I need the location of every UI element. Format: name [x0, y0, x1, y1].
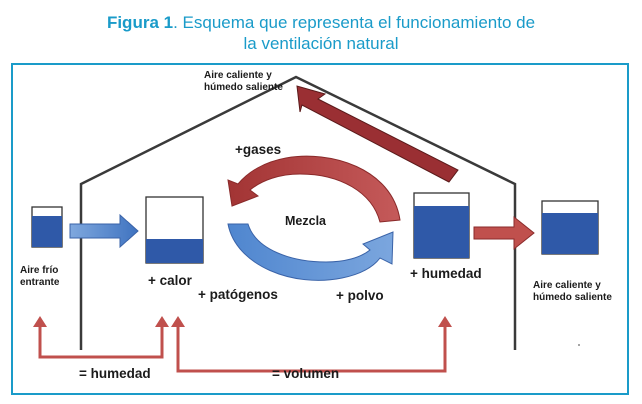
roof-outlet-arrow — [296, 85, 459, 183]
label-humedad: + humedad — [410, 266, 482, 281]
caption-line-2: la ventilación natural — [243, 34, 399, 53]
red-cycle-arrow — [227, 155, 401, 223]
caption-line-1: Figura 1. Esquema que representa el func… — [0, 12, 642, 33]
scan-speck — [578, 344, 580, 346]
figure-caption: Figura 1. Esquema que representa el func… — [0, 12, 642, 54]
label-eq-humedad: = humedad — [79, 366, 151, 381]
label-outlet-right-line2: húmedo saliente — [533, 292, 612, 303]
label-eq-volumen: = volumen — [272, 366, 340, 381]
label-mezcla: Mezcla — [285, 214, 326, 228]
red-outlet-arrow — [473, 215, 535, 251]
relation-arrows — [38, 325, 447, 373]
label-calor: + calor — [148, 273, 192, 288]
container-cold-air — [31, 206, 63, 248]
blue-inlet-arrow — [69, 213, 139, 249]
container-heat — [145, 196, 204, 264]
label-outlet-right-line1: Aire caliente y — [533, 280, 601, 291]
figure-label: Figura 1 — [106, 13, 174, 32]
label-outlet-top-line1: Aire caliente y — [204, 70, 272, 81]
label-outlet-top-line2: húmedo saliente — [204, 82, 283, 93]
label-gases: +gases — [235, 142, 282, 157]
label-cold-air-line2: entrante — [20, 277, 60, 288]
blue-cycle-arrow — [227, 223, 394, 281]
label-cold-air: Aire frío entrante — [20, 265, 59, 289]
label-patogenos: + patógenos — [198, 287, 278, 302]
relation-arrowheads — [33, 316, 452, 327]
figure-frame — [11, 63, 629, 395]
label-polvo: + polvo — [336, 288, 384, 303]
label-cold-air-line1: Aire frío — [20, 265, 59, 276]
container-outlet — [541, 200, 599, 255]
label-outlet-right: Aire caliente y húmedo saliente — [533, 280, 612, 304]
label-outlet-top: Aire caliente y húmedo saliente — [204, 70, 283, 94]
container-humidity — [413, 192, 470, 259]
caption-title-part1: . Esquema que representa el funcionamien… — [173, 13, 536, 32]
